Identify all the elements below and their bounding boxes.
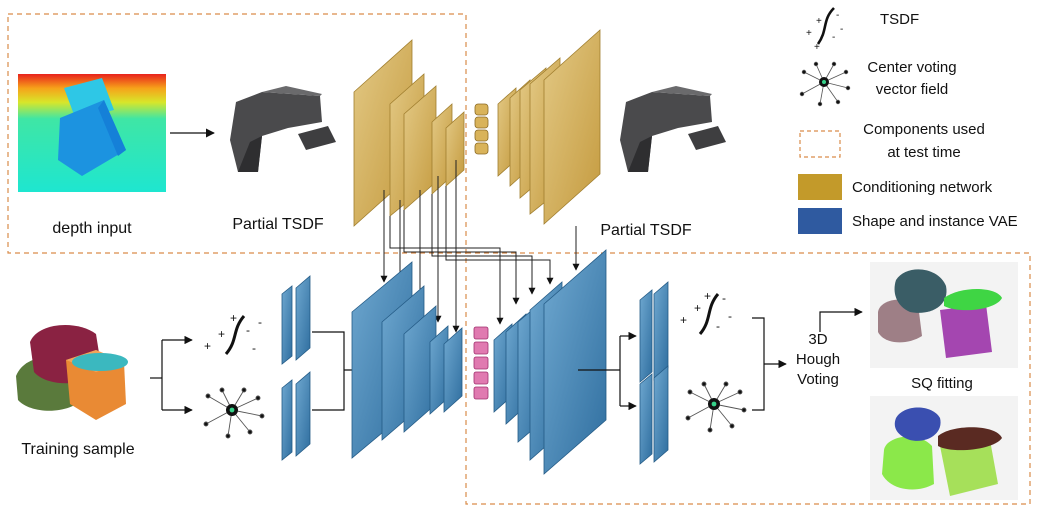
hough-result-image <box>870 262 1018 368</box>
center-voting-glyph-output <box>685 381 747 433</box>
vae-decoder <box>493 249 607 475</box>
svg-text:+: + <box>704 289 711 303</box>
conditioning-decoder <box>497 29 601 225</box>
training-sample-image <box>16 324 128 420</box>
svg-text:-: - <box>258 315 262 329</box>
legend-vae-swatch <box>798 208 842 234</box>
svg-text:+: + <box>204 339 211 353</box>
legend-dashed-swatch <box>799 130 841 158</box>
training-sample-label: Training sample <box>21 441 134 458</box>
hough-bracket-arrows <box>752 307 863 411</box>
output-split-arrows <box>578 331 637 411</box>
svg-text:-: - <box>840 24 843 35</box>
legend-center-voting-icon <box>799 61 851 107</box>
legend-tsdf-label: TSDF <box>880 11 919 28</box>
vae-latent <box>473 326 489 400</box>
partial-tsdf-shape-left <box>230 86 336 172</box>
legend-conditioning-label: Conditioning network <box>852 179 993 196</box>
svg-text:+: + <box>814 42 820 53</box>
depth-input-image <box>18 74 166 192</box>
legend-vae-label: Shape and instance VAE <box>852 213 1018 230</box>
svg-text:-: - <box>728 309 732 323</box>
vae-output-slabs <box>639 281 669 465</box>
sq-fitting-label: SQ fitting <box>911 375 973 392</box>
svg-text:+: + <box>816 16 822 27</box>
tsdf-glyph-output: + + + - - - <box>680 289 732 335</box>
conditioning-skip-arrows <box>380 160 580 333</box>
legend-center-voting-label-2: vector field <box>876 81 949 98</box>
svg-text:-: - <box>836 10 839 21</box>
tsdf-glyph-input: + + + - - - <box>204 311 262 355</box>
svg-text:+: + <box>218 327 225 341</box>
svg-text:-: - <box>246 323 250 337</box>
legend-conditioning-swatch <box>798 174 842 200</box>
svg-text:+: + <box>806 28 812 39</box>
svg-text:-: - <box>832 32 835 43</box>
partial-tsdf-shape-right <box>620 86 726 172</box>
svg-text:-: - <box>722 291 726 305</box>
conditioning-encoder <box>353 39 465 227</box>
partial-tsdf-label-left: Partial TSDF <box>232 216 324 233</box>
legend: + + + - - - TSDF Center voting vector fi… <box>798 7 1018 234</box>
partial-tsdf-label-right: Partial TSDF <box>600 222 692 239</box>
sq-fitting-image <box>870 396 1018 500</box>
vae-input-slabs <box>281 275 311 461</box>
legend-tsdf-icon: + + + - - - <box>806 7 843 53</box>
svg-text:-: - <box>252 341 256 355</box>
sample-branch-arrows <box>150 335 193 415</box>
vae-encoder <box>351 261 463 459</box>
hough-voting-label-1: 3D <box>808 331 827 348</box>
svg-text:-: - <box>716 319 720 333</box>
test-time-dashed-outline <box>7 13 1031 505</box>
depth-input-label: depth input <box>52 220 132 237</box>
hough-voting-label-2: Hough <box>796 351 840 368</box>
svg-text:+: + <box>694 301 701 315</box>
center-voting-glyph-input <box>203 387 265 439</box>
legend-components-label-2: at test time <box>887 144 960 161</box>
conditioning-latent <box>474 103 489 155</box>
svg-text:+: + <box>680 313 687 327</box>
legend-components-label-1: Components used <box>863 121 985 138</box>
svg-text:+: + <box>230 311 237 325</box>
legend-center-voting-label-1: Center voting <box>867 59 956 76</box>
hough-voting-label-3: Voting <box>797 371 839 388</box>
